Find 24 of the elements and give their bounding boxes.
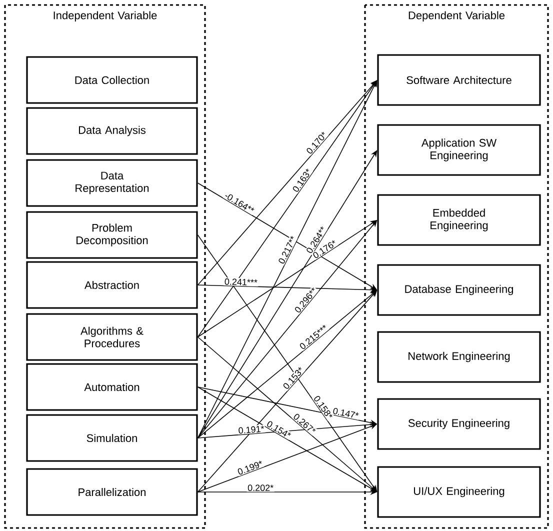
edge-label: 0.191* bbox=[238, 426, 264, 434]
variable-box: Security Engineering bbox=[377, 398, 541, 450]
variable-box: Embedded Engineering bbox=[377, 194, 541, 246]
variable-box: Abstraction bbox=[26, 261, 198, 309]
variable-box: Algorithms & Procedures bbox=[26, 313, 198, 361]
edge-label: 0.199* bbox=[238, 460, 262, 475]
variable-box: Software Architecture bbox=[377, 54, 541, 106]
edge-label: 0.217** bbox=[278, 236, 294, 264]
arrow bbox=[197, 150, 378, 438]
variable-box: UI/UX Engineering bbox=[377, 466, 541, 518]
variable-box: Data Collection bbox=[26, 56, 198, 104]
variable-box: Problem Decomposition bbox=[26, 211, 198, 259]
variable-box: Database Engineering bbox=[377, 264, 541, 316]
variable-box: Simulation bbox=[26, 414, 198, 462]
edge-label: 0.147* bbox=[333, 408, 359, 418]
variable-box: Data Analysis bbox=[26, 107, 198, 155]
variable-box: Application SW Engineering bbox=[377, 124, 541, 176]
variable-box: Automation bbox=[26, 363, 198, 411]
variable-box: Parallelization bbox=[26, 468, 198, 516]
edge-label: 0.202* bbox=[248, 484, 274, 492]
variable-box: Network Engineering bbox=[377, 331, 541, 383]
edge-label: 0.241*** bbox=[224, 278, 258, 286]
variable-box: Data Representation bbox=[26, 159, 198, 207]
arrow bbox=[197, 80, 378, 338]
